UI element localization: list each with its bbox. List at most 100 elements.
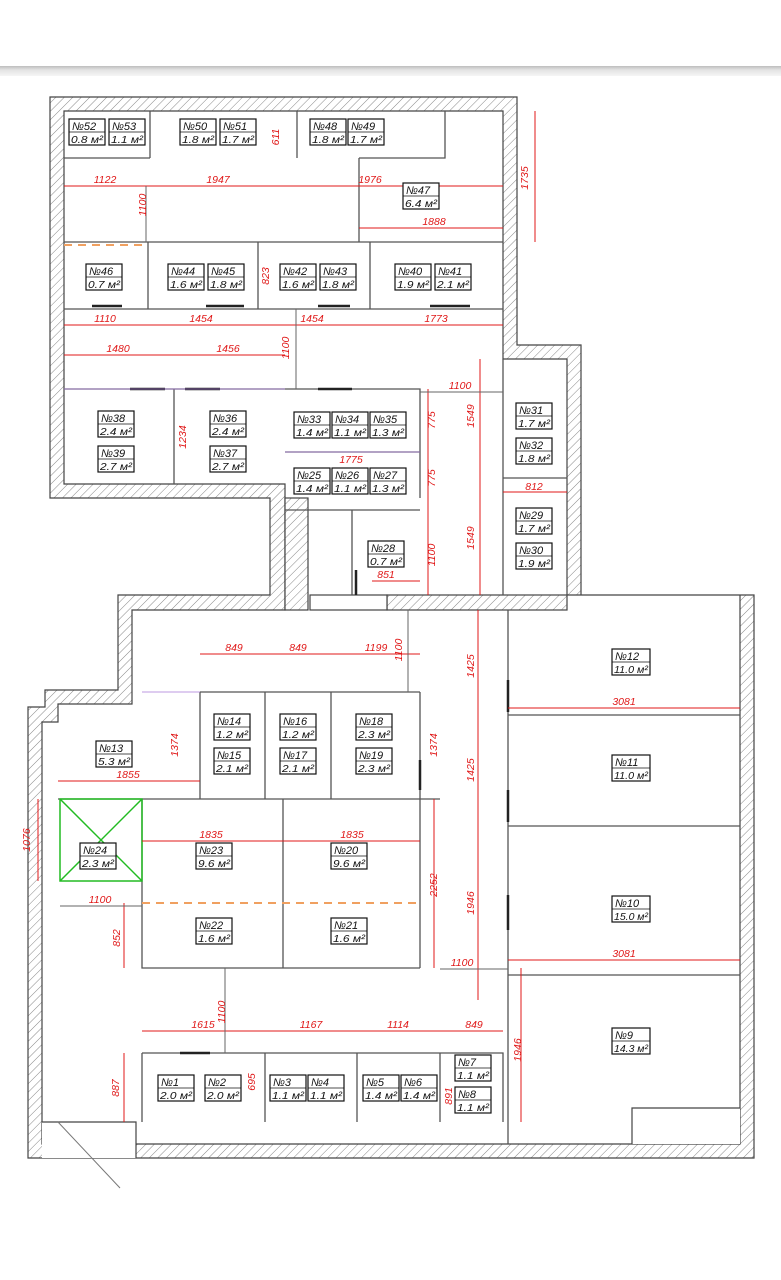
orange-dashes (64, 244, 420, 904)
room-number: №28 (371, 543, 396, 555)
room-area: 1.7 м² (518, 418, 551, 430)
room-area: 15.0 м² (614, 911, 648, 923)
dimension-label: 852 (111, 929, 123, 947)
room-number: №25 (297, 470, 322, 482)
room-number: №52 (72, 121, 96, 133)
dimension-label: 1100 (137, 194, 149, 217)
dimension-label: 1454 (300, 313, 324, 325)
room-number: №46 (89, 266, 114, 278)
highlight-room-24 (59, 798, 143, 882)
room-number: №11 (615, 757, 638, 769)
room-area: 0.8 м² (71, 134, 104, 146)
dimension-label: 1773 (424, 313, 448, 325)
dimension-label: 1100 (216, 1001, 228, 1024)
room-area: 1.1 м² (457, 1070, 490, 1082)
room-area: 1.2 м² (216, 729, 249, 741)
room-area: 1.8 м² (312, 134, 345, 146)
dimension-label: 1549 (465, 526, 477, 550)
dimension-label: 891 (443, 1087, 455, 1105)
room-number: №9 (615, 1030, 633, 1042)
room-area: 1.4 м² (403, 1090, 436, 1102)
dimension-label: 1100 (449, 380, 472, 392)
room-number: №45 (211, 266, 236, 278)
dimension-label: 1374 (169, 733, 181, 757)
room-number: №35 (373, 414, 398, 426)
dimension-label: 1199 (365, 642, 388, 654)
room-area: 2.3 м² (81, 858, 115, 870)
room-area: 0.7 м² (370, 556, 403, 568)
room-area: 1.9 м² (518, 558, 551, 570)
dimension-label: 1615 (191, 1019, 215, 1031)
dimension-label: 695 (246, 1073, 258, 1091)
dimension-label: 1425 (465, 654, 477, 678)
dimension-label: 1122 (94, 174, 117, 186)
room-number: №3 (273, 1077, 292, 1089)
room-area: 1.7 м² (518, 523, 551, 535)
room-number: №13 (99, 743, 124, 755)
dimension-label: 849 (289, 642, 307, 654)
dimension-label: 1549 (465, 404, 477, 428)
room-number: №49 (351, 121, 375, 133)
dimension-label: 1855 (116, 769, 140, 781)
room-number: №43 (323, 266, 348, 278)
room-number: №6 (404, 1077, 423, 1089)
room-number: №40 (398, 266, 423, 278)
room-area: 1.8 м² (518, 453, 551, 465)
room-area: 9.6 м² (333, 858, 366, 870)
room-area: 1.1 м² (310, 1090, 343, 1102)
room-number: №21 (334, 920, 358, 932)
dimension-label: 1976 (358, 174, 382, 186)
room-label: №22.0 м² (204, 1074, 242, 1102)
room-number: №18 (359, 716, 384, 728)
room-area: 11.0 м² (614, 664, 649, 676)
room-area: 0.7 м² (88, 279, 121, 291)
room-number: №24 (83, 845, 107, 857)
room-label: №12.0 м² (157, 1074, 195, 1102)
dimension-label: 1425 (465, 758, 477, 782)
dimension-label: 1100 (393, 639, 405, 662)
room-label: №41.1 м² (307, 1074, 345, 1102)
room-number: №5 (366, 1077, 385, 1089)
dimension-label: 849 (225, 642, 243, 654)
room-area: 14.3 м² (614, 1043, 648, 1055)
room-area: 2.1 м² (436, 279, 470, 291)
dimension-label: 775 (426, 469, 438, 487)
room-area: 1.1 м² (111, 134, 144, 146)
room-area: 1.3 м² (372, 483, 405, 495)
room-area: 2.3 м² (357, 729, 391, 741)
dimension-label: 887 (110, 1078, 122, 1097)
dimension-label: 1114 (387, 1019, 409, 1031)
room-number: №48 (313, 121, 338, 133)
room-area: 11.0 м² (614, 770, 649, 782)
dimension-label: 3081 (612, 948, 635, 960)
room-area: 6.4 м² (405, 198, 438, 210)
room-number: №53 (112, 121, 137, 133)
room-number: №38 (101, 413, 126, 425)
room-number: №32 (519, 440, 543, 452)
